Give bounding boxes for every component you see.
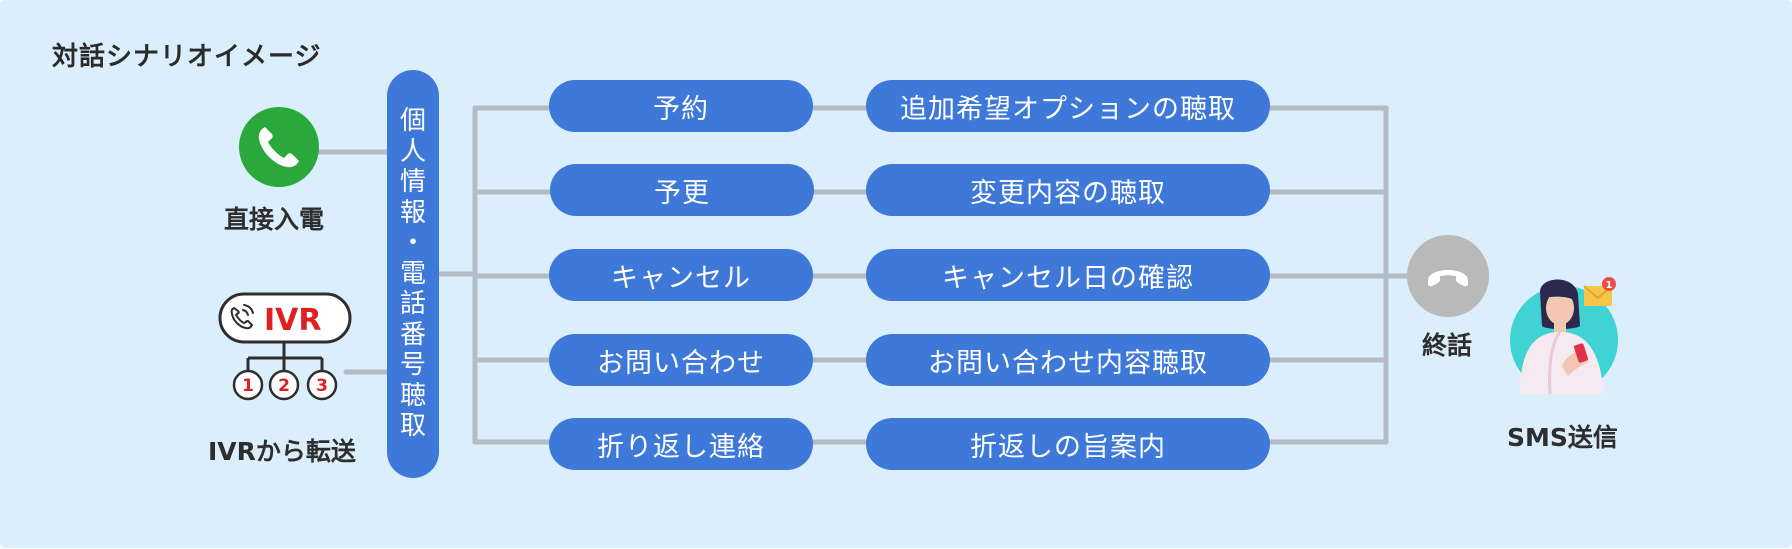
vertical-char: 番 (399, 319, 426, 350)
ivr-option-3: 3 (316, 376, 328, 396)
vertical-char: 取 (399, 411, 426, 442)
menu-cancel: キャンセル (549, 249, 813, 301)
vertical-char: 個 (399, 106, 426, 137)
vertical-char: 情 (399, 167, 426, 198)
end-call-label: 終話 (1422, 331, 1473, 360)
menu-inquiry: お問い合わせ (549, 334, 813, 386)
direct-call-label: 直接入電 (224, 205, 325, 234)
detail-reservation: 追加希望オプションの聴取 (866, 80, 1270, 132)
phone-icon (239, 107, 319, 187)
personal-info-step: 個 人 情 報 ・ 電 話 番 号 聴 取 (387, 70, 439, 478)
sms-send-label: SMS送信 (1507, 423, 1618, 452)
ivr-option-2: 2 (278, 376, 290, 396)
diagram-title: 対話シナリオイメージ (52, 42, 322, 72)
vertical-char: 号 (399, 350, 426, 381)
vertical-char: 聴 (399, 380, 426, 411)
detail-callback: 折返しの旨案内 (866, 418, 1270, 470)
vertical-char: ・ (399, 228, 426, 259)
vertical-char: 話 (399, 289, 426, 320)
ivr-transfer-label: IVRから転送 (208, 437, 356, 466)
detail-change: 変更内容の聴取 (866, 164, 1270, 216)
detail-inquiry: お問い合わせ内容聴取 (866, 334, 1270, 386)
detail-cancel: キャンセル日の確認 (866, 249, 1270, 301)
ivr-badge-text: IVR (264, 303, 321, 338)
ivr-phone-icon (230, 304, 254, 330)
vertical-char: 人 (399, 136, 426, 167)
menu-callback: 折り返し連絡 (549, 418, 813, 470)
ivr-option-1: 1 (242, 376, 254, 396)
vertical-char: 電 (399, 258, 426, 289)
sms-badge-count: 1 (1606, 280, 1613, 291)
ivr-menu-icon: IVR 1 2 3 (218, 292, 352, 401)
vertical-char: 報 (399, 197, 426, 228)
menu-reservation: 予約 (549, 80, 813, 132)
hang-up-icon (1407, 235, 1489, 317)
sms-user-icon: 1 (1510, 277, 1618, 395)
menu-change: 予更 (550, 164, 814, 216)
